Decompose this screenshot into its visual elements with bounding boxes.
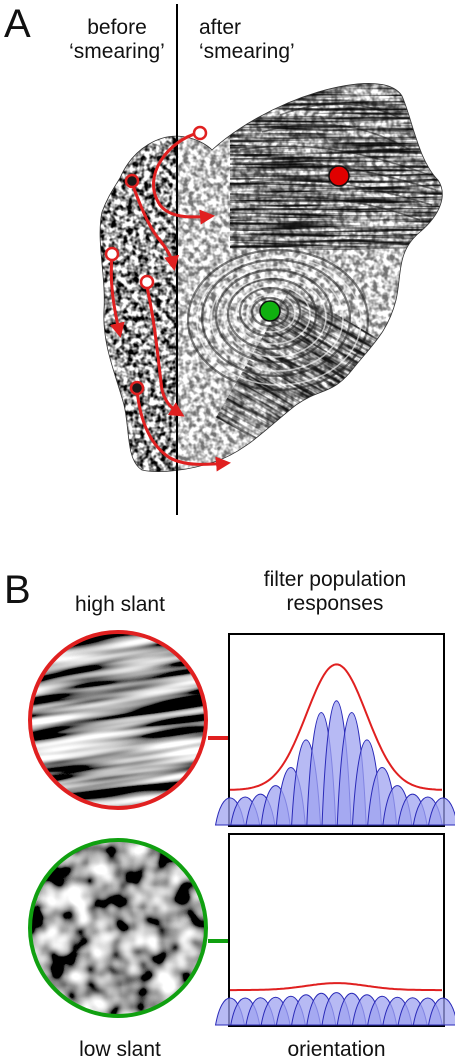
low-slant-filters bbox=[214, 992, 455, 1026]
arrow-origin-dark bbox=[124, 173, 140, 189]
red-marker-dot bbox=[328, 165, 350, 187]
filter-response-curve bbox=[427, 997, 455, 1026]
smear-arrow-1 bbox=[152, 131, 215, 225]
panel-a-letter: A bbox=[4, 2, 31, 46]
filter-response-curve bbox=[427, 797, 455, 826]
green-marker-dot bbox=[259, 300, 281, 322]
high-slant-ring bbox=[28, 630, 208, 810]
high-slant-texture-patch bbox=[28, 630, 208, 810]
high-slant-envelope bbox=[230, 663, 442, 791]
low-slant-ring bbox=[28, 838, 208, 1018]
panel-b-graphics bbox=[28, 630, 455, 1027]
smear-arrow-2 bbox=[130, 182, 179, 271]
responses-line1: filter population bbox=[263, 568, 407, 591]
before-smearing-label: before ‘smearing’ bbox=[62, 16, 172, 64]
after-label-line2: ‘smearing’ bbox=[199, 40, 295, 63]
smear-arrow-5 bbox=[135, 389, 231, 472]
before-label-line1: before bbox=[87, 16, 147, 39]
high-slant-label: high slant bbox=[75, 593, 165, 616]
high-slant-filters bbox=[214, 700, 455, 826]
responses-line2: responses bbox=[286, 592, 384, 615]
textured-surface-blob bbox=[100, 83, 443, 472]
after-label-line1: after bbox=[199, 16, 242, 39]
low-slant-texture-patch bbox=[28, 838, 208, 1018]
smear-arrow-4 bbox=[144, 282, 185, 417]
panel-b-letter: B bbox=[4, 568, 31, 612]
arrow-origin-white bbox=[192, 125, 208, 141]
low-slant-envelope bbox=[230, 982, 442, 992]
blob-outline bbox=[99, 83, 443, 472]
arrow-origin-white bbox=[104, 246, 120, 262]
low-slant-label: low slant bbox=[79, 1038, 161, 1061]
before-label-line2: ‘smearing’ bbox=[69, 40, 165, 63]
smearing-illustration bbox=[99, 4, 443, 515]
after-smearing-label: after ‘smearing’ bbox=[199, 16, 339, 64]
smear-arrow-3 bbox=[109, 254, 125, 338]
arrow-origin-dark bbox=[129, 380, 145, 396]
responses-heading: filter population responses bbox=[220, 568, 450, 616]
orientation-axis-label: orientation bbox=[287, 1038, 386, 1061]
arrow-origin-white bbox=[139, 274, 155, 290]
